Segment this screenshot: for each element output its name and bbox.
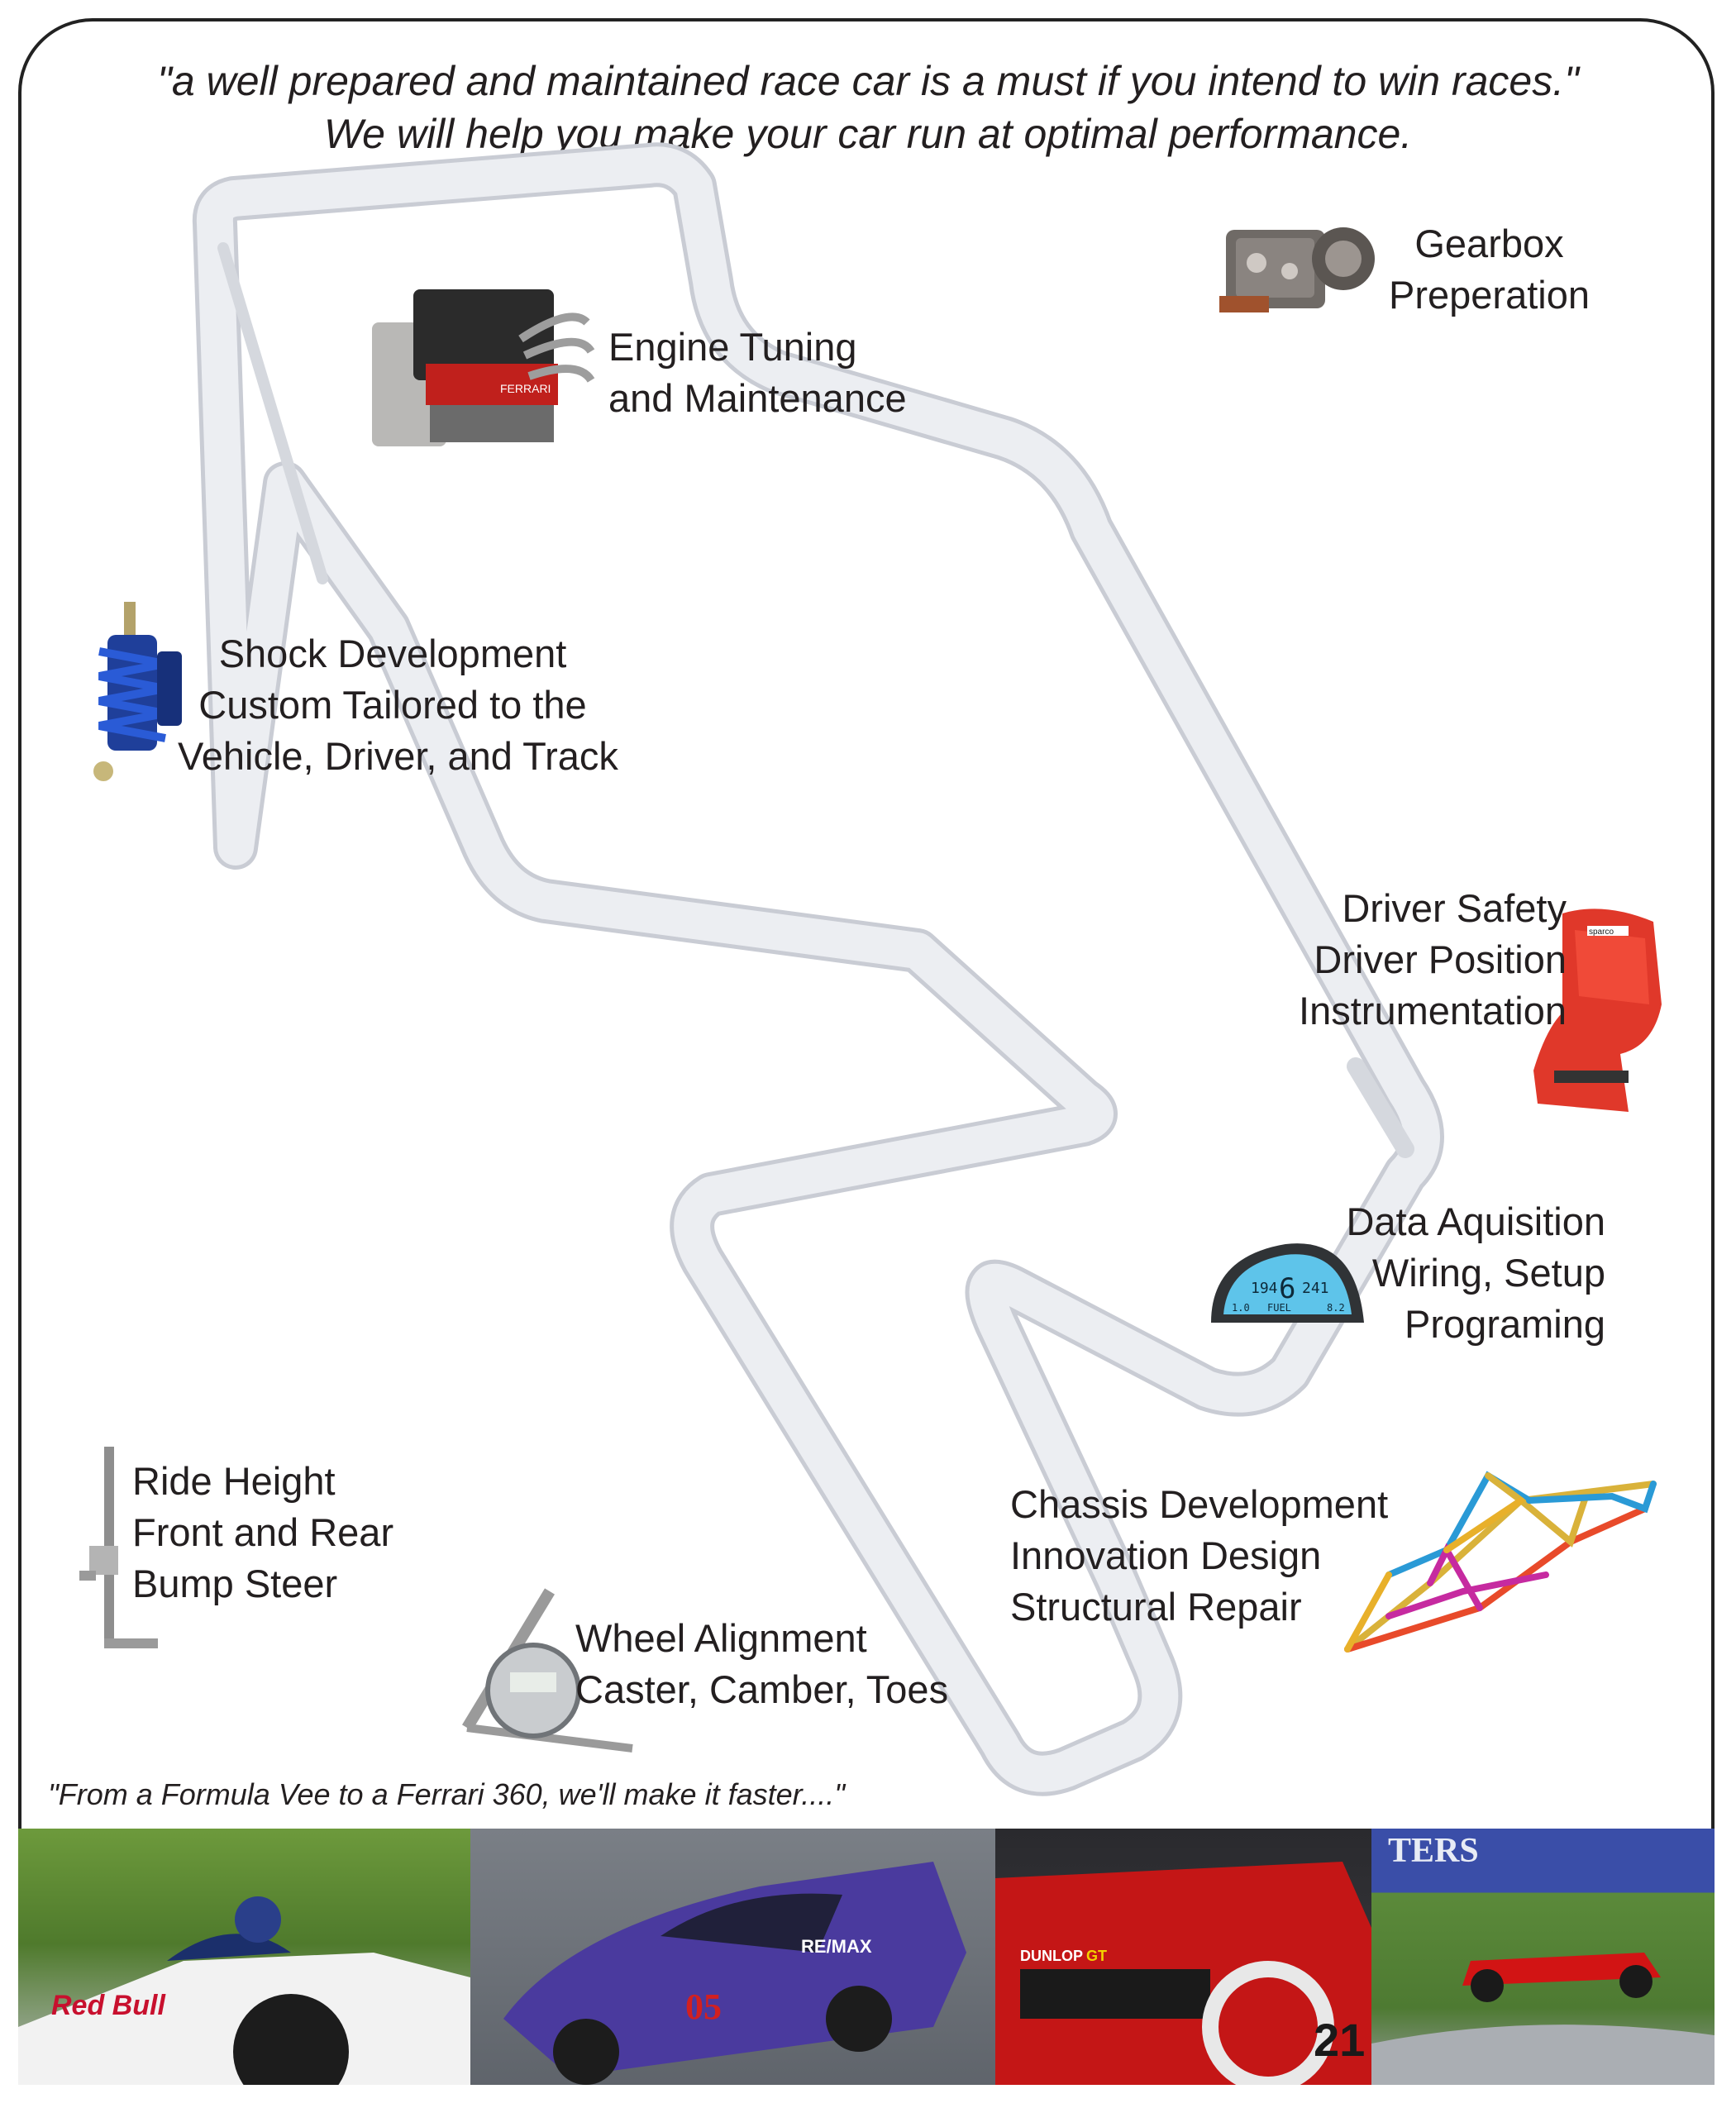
height-gauge-icon [79, 1447, 158, 1648]
shock-absorber-icon [93, 602, 182, 781]
dash-right-value: 8.2 [1327, 1302, 1345, 1314]
safety-label: Driver Safety Driver Position Instrument… [1299, 886, 1567, 1033]
car-number-05: 05 [685, 1986, 722, 2027]
racing-seat-icon: sparco [1533, 909, 1662, 1112]
header-tagline: We will help you make your car run at op… [323, 111, 1413, 157]
formula-car-photo: Red Bull [18, 1829, 470, 2085]
header-quote: "a well prepared and maintained race car… [157, 58, 1579, 104]
dash-speed: 241 [1302, 1280, 1329, 1297]
gearbox-icon [1219, 227, 1375, 312]
chassis-label: Chassis Development Innovation Design St… [1010, 1482, 1389, 1629]
trackside-banner: TERS [1388, 1832, 1479, 1870]
redbull-livery: Red Bull [51, 1990, 166, 2021]
car-number-21: 21 [1314, 2014, 1365, 2066]
chassis-frame-icon [1344, 1471, 1657, 1653]
gearbox-label: Gearbox Preperation [1389, 222, 1590, 317]
engine-icon: FERRARI [372, 289, 595, 446]
alignment-protractor-icon [462, 1588, 633, 1753]
gt-car-photo: 05 RE/MAX [470, 1829, 995, 2085]
track-surface [196, 146, 1440, 1792]
footer-quote: "From a Formula Vee to a Ferrari 360, we… [48, 1777, 846, 1811]
shock-label: Shock Development Custom Tailored to the… [178, 632, 618, 778]
gt-class-badge: GT [1086, 1948, 1107, 1964]
pit-lane [217, 242, 328, 584]
engine-brand: FERRARI [500, 382, 551, 395]
pit-chicane [1347, 1057, 1414, 1158]
data-label: Data Aquisition Wiring, Setup Programing [1346, 1199, 1605, 1346]
seat-brand: sparco [1589, 928, 1614, 937]
car-photo-strip: Red Bull 05 RE/MAX DUNLOP GT 21 TERS [18, 1829, 1715, 2085]
data-dash-display-icon: 194 6 241 1.0 FUEL 8.2 [1211, 1243, 1364, 1323]
dash-left-value: 1.0 [1232, 1302, 1250, 1314]
wheel-alignment-label: Wheel Alignment Caster, Camber, Toes [575, 1616, 949, 1711]
dunlop-sponsor: DUNLOP [1020, 1948, 1083, 1964]
ride-height-label: Ride Height Front and Rear Bump Steer [132, 1459, 394, 1605]
dash-rpm: 194 [1251, 1280, 1278, 1297]
remax-sponsor: RE/MAX [801, 1936, 872, 1957]
dash-fuel-label: FUEL [1267, 1302, 1291, 1314]
dash-gear: 6 [1279, 1272, 1295, 1305]
ferrari-gt-photo: DUNLOP GT 21 [995, 1829, 1371, 2085]
engine-label: Engine Tuning and Maintenance [608, 325, 907, 420]
f1-car-photo: TERS [1371, 1829, 1715, 2085]
